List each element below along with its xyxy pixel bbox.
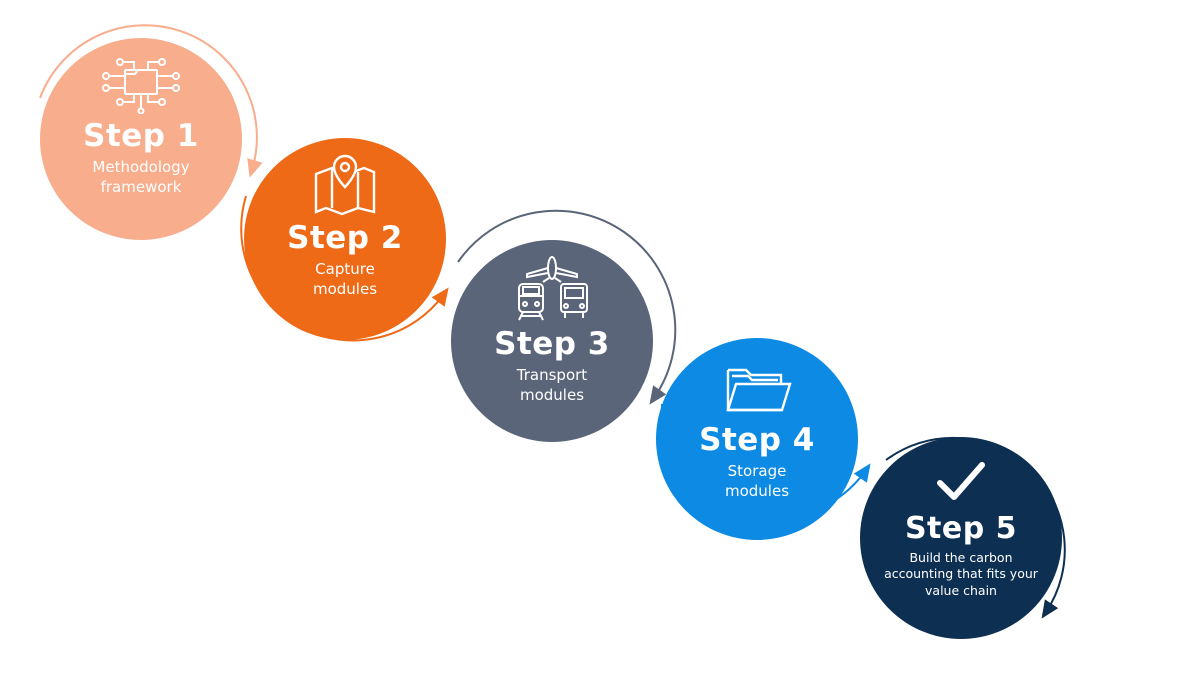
step-3-title: Step 3 <box>494 326 610 362</box>
step-4-title: Step 4 <box>699 422 815 458</box>
step-1-circle: Step 1 Methodology framework <box>40 38 242 240</box>
arrow-step3 <box>457 209 677 405</box>
folder-network-icon <box>102 58 180 114</box>
step-3-circle: Step 3 Transport modules <box>451 240 653 442</box>
folders-icon <box>726 368 792 412</box>
step-1-title: Step 1 <box>83 118 199 154</box>
step-2-title: Step 2 <box>287 220 403 256</box>
step-2-circle: Step 2 Capture modules <box>244 138 446 340</box>
step-5-circle: Step 5 Build the carbon accounting that … <box>860 437 1062 639</box>
step-5-description: Build the carbon accounting that fits yo… <box>884 550 1038 598</box>
step-3-description: Transport modules <box>516 366 588 404</box>
step-4-description: Storage modules <box>724 462 790 500</box>
arrow-step1 <box>39 24 263 178</box>
map-pin-icon <box>314 154 376 216</box>
transport-icon <box>518 256 588 321</box>
step-4-circle: Step 4 Storage modules <box>656 338 858 540</box>
checkmark-icon <box>937 462 985 500</box>
step-2-description: Capture modules <box>312 260 378 298</box>
step-5-title: Step 5 <box>904 511 1018 546</box>
step-1-description: Methodology framework <box>92 158 190 196</box>
